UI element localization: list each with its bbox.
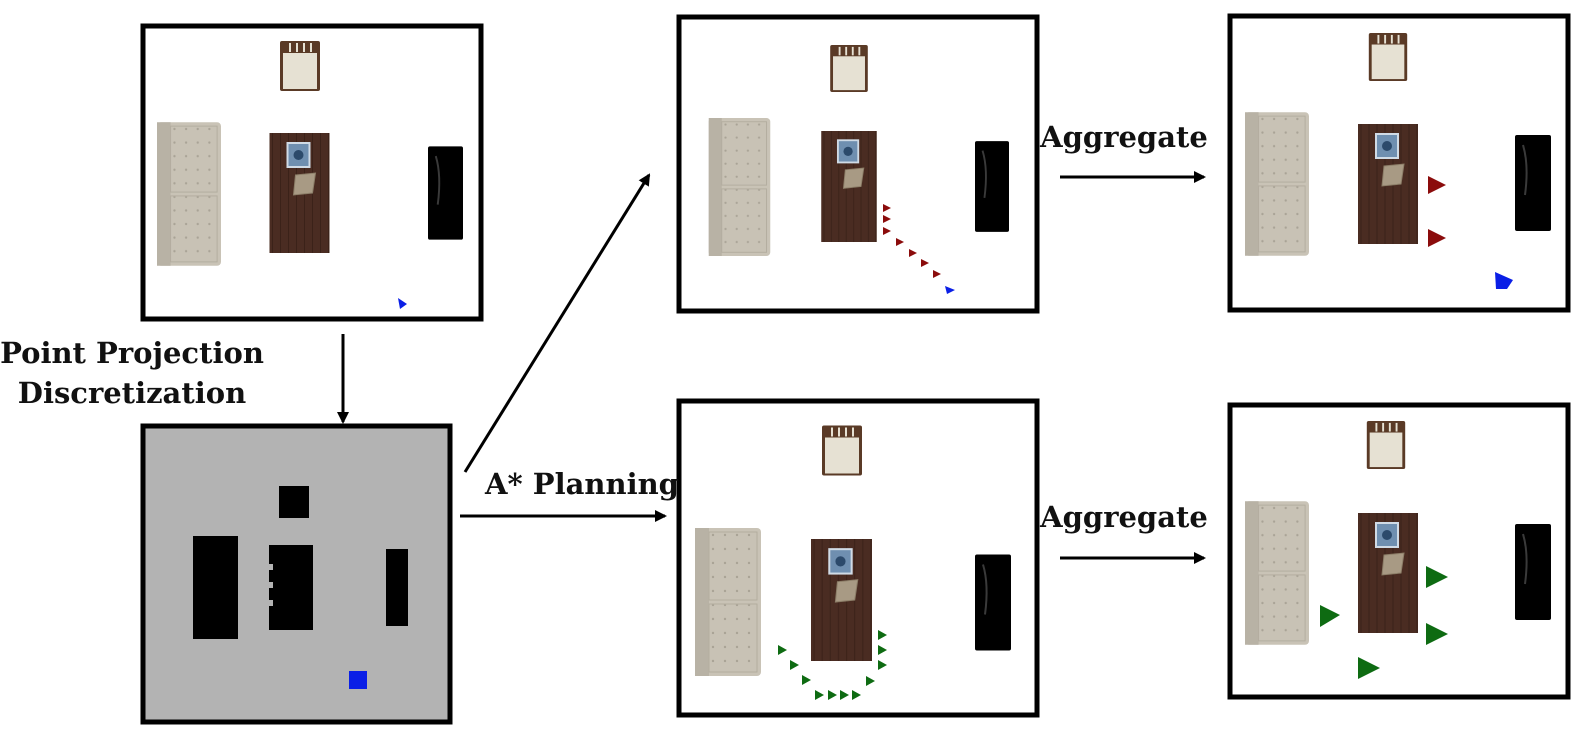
scene-panel-aggregate-green [1227,402,1571,700]
arrow-to-red-path [463,173,651,473]
agent-marker-icon [398,298,407,309]
waypoint-triangle-icon [1426,566,1448,588]
chair-icon [280,41,320,91]
aggregate-label-top: Aggregate [1039,120,1208,154]
obstacle-chair [279,486,309,518]
scene-panel-path-green [676,398,1040,718]
agent-marker-icon [945,286,955,294]
sofa-icon [1245,500,1309,646]
scene-panel-aggregate-red [1227,13,1571,313]
waypoint-triangle-icon [778,630,887,700]
table-icon [1358,513,1418,633]
chair-icon [1368,33,1408,81]
waypoint-triangle-icon [1358,657,1380,679]
table-icon [820,131,878,242]
obstacle-fridge [386,549,408,626]
planning-label: A* Planning [484,467,679,501]
waypoint-triangle-icon [1428,176,1446,194]
chair-icon [1366,421,1406,469]
waypoint-triangle-icon [1428,229,1446,247]
projection-label-line1: Point Projection [0,336,264,370]
sofa-icon [157,121,221,267]
grid-map-panel [140,423,453,725]
agent-cell [349,671,367,689]
sofa-icon [695,527,761,677]
fridge-icon [975,553,1011,652]
chair-icon [829,45,869,92]
fridge-icon [1515,135,1551,231]
fridge-icon [428,145,463,241]
obstacle-sofa [193,536,238,639]
table-icon [1358,124,1418,244]
table-icon [269,133,330,253]
fridge-icon [1515,524,1551,620]
projection-label-line2: Discretization [18,376,246,410]
waypoint-triangle-icon [1320,605,1340,627]
scene-panel-input [140,23,484,322]
agent-marker-icon [1495,272,1513,289]
fridge-icon [975,141,1009,232]
aggregate-label-bottom: Aggregate [1039,500,1208,534]
waypoint-triangle-icon [1426,623,1448,645]
obstacle-table [269,545,313,630]
table-icon [811,537,872,663]
chair-icon [822,424,862,477]
scene-panel-path-red [676,14,1040,314]
sofa-icon [708,118,771,256]
sofa-icon [1245,111,1309,257]
waypoint-triangle-icon [883,204,941,278]
